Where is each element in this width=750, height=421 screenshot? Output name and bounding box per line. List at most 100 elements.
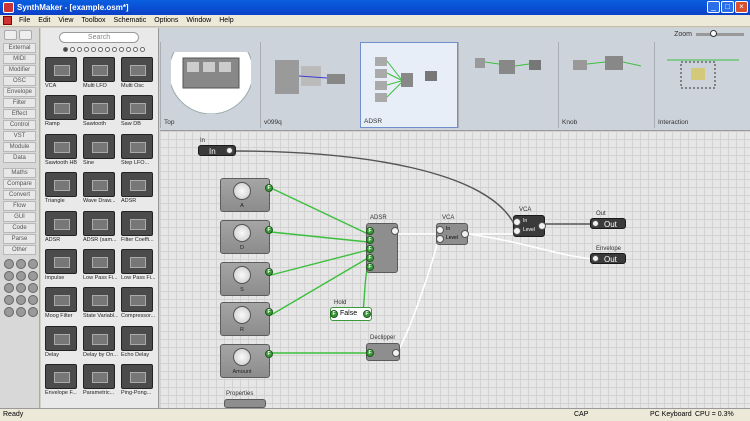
category-effect[interactable]: Effect: [3, 109, 36, 119]
type-filter-icon[interactable]: [16, 271, 26, 281]
page-dot[interactable]: [84, 47, 89, 52]
type-filter-icon[interactable]: [4, 307, 14, 317]
adsr-input-hold[interactable]: F: [366, 263, 374, 271]
envelope-out-module[interactable]: Out: [590, 253, 626, 264]
knob-module-d[interactable]: D F: [220, 220, 273, 254]
category-compare[interactable]: Compare: [3, 179, 36, 189]
vca1-module[interactable]: In Level: [436, 223, 469, 245]
filter-toggle-icon[interactable]: [4, 30, 17, 40]
knob-s[interactable]: [233, 266, 251, 284]
nav-thumb-top[interactable]: Top: [160, 42, 260, 128]
zoom-slider-knob[interactable]: [709, 30, 717, 37]
menu-schematic[interactable]: Schematic: [113, 17, 147, 24]
vca2-input-in[interactable]: [513, 218, 521, 226]
properties-module[interactable]: [224, 399, 266, 408]
knob-s-output-port[interactable]: F: [265, 268, 273, 276]
category-midi[interactable]: MIDI: [3, 54, 36, 64]
page-dot[interactable]: [91, 47, 96, 52]
library-item[interactable]: Parametric...: [82, 363, 118, 401]
category-other[interactable]: Other: [3, 245, 36, 255]
library-item[interactable]: ADSR: [44, 210, 80, 248]
type-filter-icon[interactable]: [16, 307, 26, 317]
hold-output-port[interactable]: F: [363, 310, 371, 318]
vca2-module[interactable]: In Level: [513, 215, 546, 237]
category-envelope[interactable]: Envelope: [3, 87, 36, 97]
page-dot[interactable]: [119, 47, 124, 52]
out-module[interactable]: Out: [590, 218, 626, 229]
type-filter-icon[interactable]: [28, 307, 38, 317]
library-item[interactable]: Moog Filter: [44, 286, 80, 324]
page-dot[interactable]: [133, 47, 138, 52]
category-parse[interactable]: Parse: [3, 234, 36, 244]
adsr-input-d[interactable]: F: [366, 236, 374, 244]
library-item[interactable]: ADSR: [120, 171, 156, 209]
hold-input-port[interactable]: F: [330, 310, 338, 318]
page-dot[interactable]: [112, 47, 117, 52]
library-item[interactable]: Ramp: [44, 94, 80, 132]
adsr-input-s[interactable]: F: [366, 245, 374, 253]
in-output-port[interactable]: [226, 147, 233, 154]
page-dot[interactable]: [63, 47, 68, 52]
maximize-button[interactable]: □: [721, 1, 734, 13]
library-item[interactable]: Impulse: [44, 248, 80, 286]
library-item[interactable]: ADSR (sam...: [82, 210, 118, 248]
type-filter-icon[interactable]: [4, 295, 14, 305]
type-filter-icon[interactable]: [28, 295, 38, 305]
hold-value[interactable]: False: [340, 310, 358, 317]
library-item[interactable]: Ping-Pong...: [120, 363, 156, 401]
knob-module-a[interactable]: A F: [220, 178, 273, 212]
library-item[interactable]: Sine: [82, 133, 118, 171]
type-filter-icon[interactable]: [4, 259, 14, 269]
library-item[interactable]: Envelope F...: [44, 363, 80, 401]
library-item[interactable]: Echo Delay: [120, 325, 156, 363]
menu-toolbox[interactable]: Toolbox: [81, 17, 106, 24]
type-filter-icon[interactable]: [4, 283, 14, 293]
vca1-input-level[interactable]: [436, 235, 444, 243]
library-item[interactable]: Low Pass Fi...: [82, 248, 118, 286]
category-filter[interactable]: Filter: [3, 98, 36, 108]
library-item[interactable]: Multi LFO: [82, 56, 118, 94]
knob-a[interactable]: [233, 182, 251, 200]
menu-view[interactable]: View: [58, 17, 74, 24]
schematic-canvas[interactable]: In In A F D F S F R F Amount F: [160, 131, 750, 408]
nav-thumb-knob[interactable]: Knob: [558, 42, 654, 128]
zoom-slider[interactable]: [696, 30, 744, 37]
knob-d[interactable]: [233, 224, 251, 242]
page-dot[interactable]: [70, 47, 75, 52]
category-vst[interactable]: VST: [3, 131, 36, 141]
type-filter-icon[interactable]: [28, 271, 38, 281]
category-convert[interactable]: Convert: [3, 190, 36, 200]
nav-thumb-v099q[interactable]: v099q: [260, 42, 360, 128]
category-data[interactable]: Data: [3, 153, 36, 163]
vca1-input-in[interactable]: [436, 226, 444, 234]
menu-options[interactable]: Options: [154, 17, 179, 24]
category-flow[interactable]: Flow: [3, 201, 36, 211]
page-dot[interactable]: [105, 47, 110, 52]
menu-window[interactable]: Window: [186, 17, 212, 24]
type-filter-icon[interactable]: [28, 259, 38, 269]
library-item[interactable]: Low Pass Fi...: [120, 248, 156, 286]
knob-module-r[interactable]: R F: [220, 302, 273, 336]
minimize-button[interactable]: _: [707, 1, 720, 13]
nav-thumb-adsr[interactable]: ADSR: [360, 42, 458, 128]
knob-r-output-port[interactable]: F: [265, 308, 273, 316]
library-item[interactable]: Delay by On...: [82, 325, 118, 363]
category-code[interactable]: Code: [3, 223, 36, 233]
category-module[interactable]: Module: [3, 142, 36, 152]
page-dot[interactable]: [77, 47, 82, 52]
close-button[interactable]: ×: [735, 1, 748, 13]
library-item[interactable]: State Variabl...: [82, 286, 118, 324]
declipper-output-port[interactable]: [392, 349, 400, 357]
knob-amount[interactable]: [233, 348, 251, 366]
adsr-input-r[interactable]: F: [366, 254, 374, 262]
knob-d-output-port[interactable]: F: [265, 226, 273, 234]
nav-thumb-interaction[interactable]: Interaction: [654, 42, 750, 128]
menu-help[interactable]: Help: [219, 17, 234, 24]
library-item[interactable]: Compressor...: [120, 286, 156, 324]
library-item[interactable]: Saw DB: [120, 94, 156, 132]
adsr-input-a[interactable]: F: [366, 227, 374, 235]
knob-a-output-port[interactable]: F: [265, 184, 273, 192]
hold-module[interactable]: F False F: [330, 307, 372, 321]
in-module[interactable]: In: [198, 145, 236, 156]
adsr-output-port[interactable]: [391, 227, 399, 235]
